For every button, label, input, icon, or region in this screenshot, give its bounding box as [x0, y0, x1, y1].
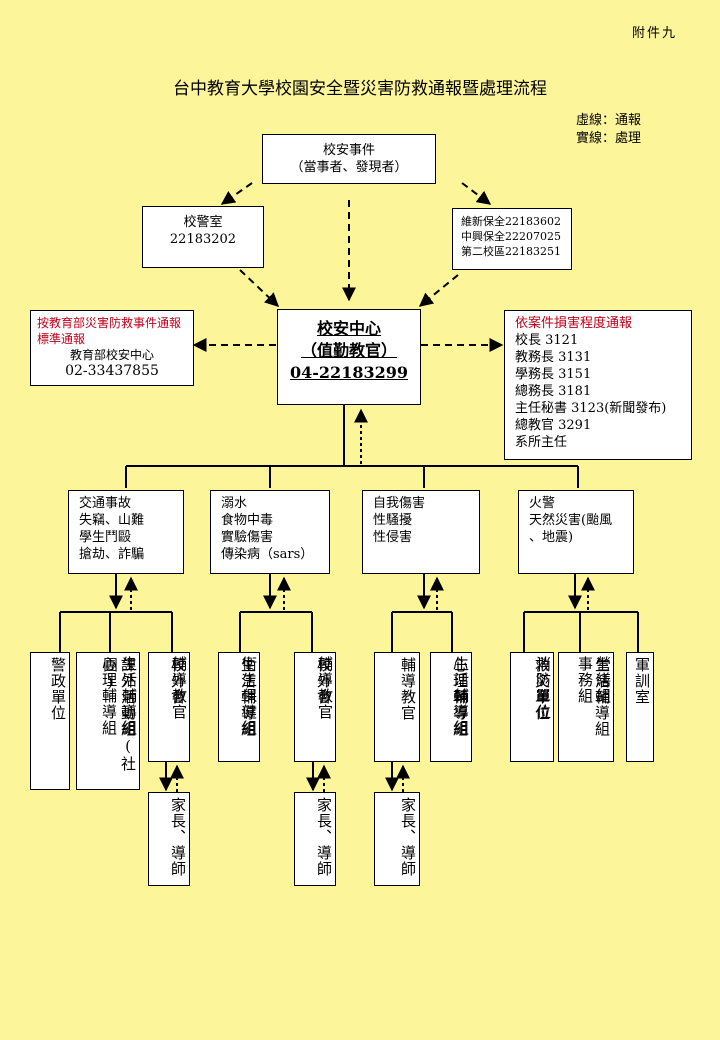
category-disaster: 火警 天然災害(颱風 、地震)	[518, 490, 634, 574]
security-box: 維新保全22183602 中興保全22207025 第二校區22183251	[452, 208, 572, 270]
report-item: 校長 3121	[515, 333, 579, 348]
incident-box: 校安事件 （當事者、發現者）	[262, 134, 436, 184]
security-line: 中興保全22207025	[461, 230, 561, 243]
report-item: 學務長 3151	[515, 367, 592, 382]
police-phone: 22183202	[169, 232, 237, 247]
center-phone: 04-22183299	[290, 363, 408, 382]
category-health: 溺水 食物中毒 實驗傷害 傳染病（sars）	[210, 490, 330, 574]
report-item: 總教官 3291	[515, 418, 592, 433]
unit-instructor: 輔導教官	[170, 656, 188, 720]
parents-box: 家長、導師	[148, 792, 190, 886]
report-item: 主任秘書 3123(新聞發布)	[515, 401, 667, 416]
police-box: 校警室 22183202	[142, 206, 264, 268]
unit-rescue: 救災單位	[510, 652, 554, 762]
appendix-label: 附件九	[632, 26, 678, 41]
unit-life: 生活輔導組	[120, 656, 138, 736]
moe-note: 按教育部災害防救事件通報標準通報	[37, 316, 182, 346]
parents-box: 家長、導師	[374, 792, 420, 886]
moe-name: 教育部校安中心	[69, 348, 154, 362]
category-selfharm: 自我傷害 性騷擾 性侵害	[362, 490, 480, 574]
report-box: 依案件損害程度通報 校長 3121 教務長 3131 學務長 3151 總務長 …	[504, 310, 692, 460]
incident-subtitle: （當事者、發現者）	[290, 160, 408, 175]
unit-military: 軍訓室	[626, 652, 654, 762]
unit-counsel: 心理輔導組	[430, 652, 472, 762]
incident-title: 校安事件	[322, 143, 375, 158]
center-box: 校安中心 （值勤教官） 04-22183299	[277, 309, 421, 405]
unit-life: 生活輔導組	[452, 656, 470, 736]
center-role: （值勤教官）	[300, 341, 397, 360]
moe-phone: 02-33437855	[65, 363, 159, 379]
moe-box: 按教育部災害防救事件通報標準通報 教育部校安中心 02-33437855	[30, 310, 194, 386]
report-item: 總務長 3181	[515, 384, 592, 399]
unit-construction: 營繕組	[594, 656, 612, 704]
unit-fire: 消防單位	[534, 656, 552, 720]
unit-life: 生活輔導組	[558, 652, 614, 762]
security-line: 第二校區22183251	[461, 245, 561, 258]
police-name: 校警室	[183, 215, 223, 230]
unit-instructor: 輔導教官	[316, 656, 334, 720]
unit-affairs: 事務組	[576, 656, 594, 704]
unit-instructor: 輔導教官	[374, 652, 420, 762]
page-title: 台中教育大學校園安全暨災害防救通報暨處理流程	[173, 79, 547, 99]
unit-health: 衛生保健組	[240, 656, 258, 736]
center-name: 校安中心	[316, 319, 381, 338]
report-item: 教務長 3131	[515, 350, 592, 365]
legend: 虛線：通報 實線：處理	[576, 112, 641, 148]
report-heading: 依案件損害程度通報	[515, 316, 633, 331]
unit-police: 警政單位	[48, 652, 70, 790]
report-item: 系所主任	[515, 435, 568, 450]
unit-club: 課外活動組(社團)	[76, 652, 140, 790]
category-traffic: 交通事故 失竊、山難 學生鬥毆 搶劫、詐騙	[68, 490, 184, 574]
unit-offcampus: 校外會	[148, 652, 190, 762]
unit-life: 生活輔導組	[218, 652, 260, 762]
parents-box: 家長、導師	[294, 792, 336, 886]
legend-solid: 實線：處理	[576, 131, 642, 146]
unit-counsel: 心理輔導組	[100, 656, 118, 736]
legend-dashed: 虛線：通報	[576, 113, 642, 128]
security-line: 維新保全22183602	[461, 215, 561, 228]
unit-offcampus: 校外會	[294, 652, 336, 762]
